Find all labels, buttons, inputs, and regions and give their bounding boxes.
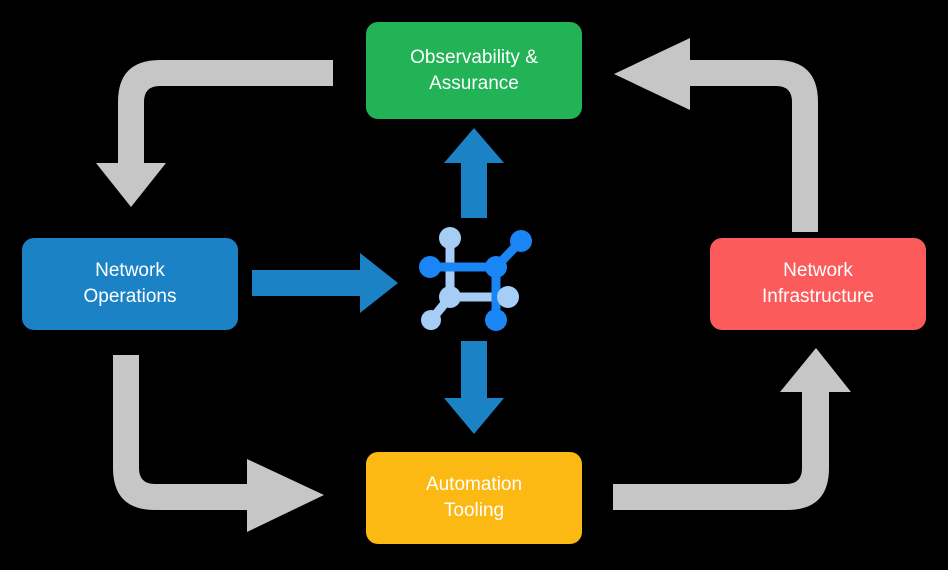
connector-ops-to-observability bbox=[96, 60, 333, 207]
connector-infrastructure-to-observability bbox=[614, 38, 818, 232]
node-network-operations[interactable]: Network Operations bbox=[22, 238, 238, 330]
connector-ops-to-center bbox=[252, 253, 398, 313]
connector-automation-to-infrastructure bbox=[613, 348, 851, 510]
connector-center-to-observability bbox=[444, 128, 504, 218]
node-infrastructure-label: Network Infrastructure bbox=[762, 260, 874, 307]
node-automation-tooling[interactable]: Automation Tooling bbox=[366, 452, 582, 544]
network-mesh-icon bbox=[419, 227, 532, 331]
node-observability-label: Observability & Assurance bbox=[410, 46, 538, 94]
node-observability-assurance[interactable]: Observability & Assurance bbox=[366, 22, 582, 119]
node-operations-label: Network Operations bbox=[83, 260, 177, 307]
node-automation-label: Automation Tooling bbox=[425, 474, 523, 521]
connector-ops-to-automation bbox=[113, 355, 324, 532]
node-network-infrastructure[interactable]: Network Infrastructure bbox=[710, 238, 926, 330]
connector-center-to-automation bbox=[444, 341, 504, 434]
